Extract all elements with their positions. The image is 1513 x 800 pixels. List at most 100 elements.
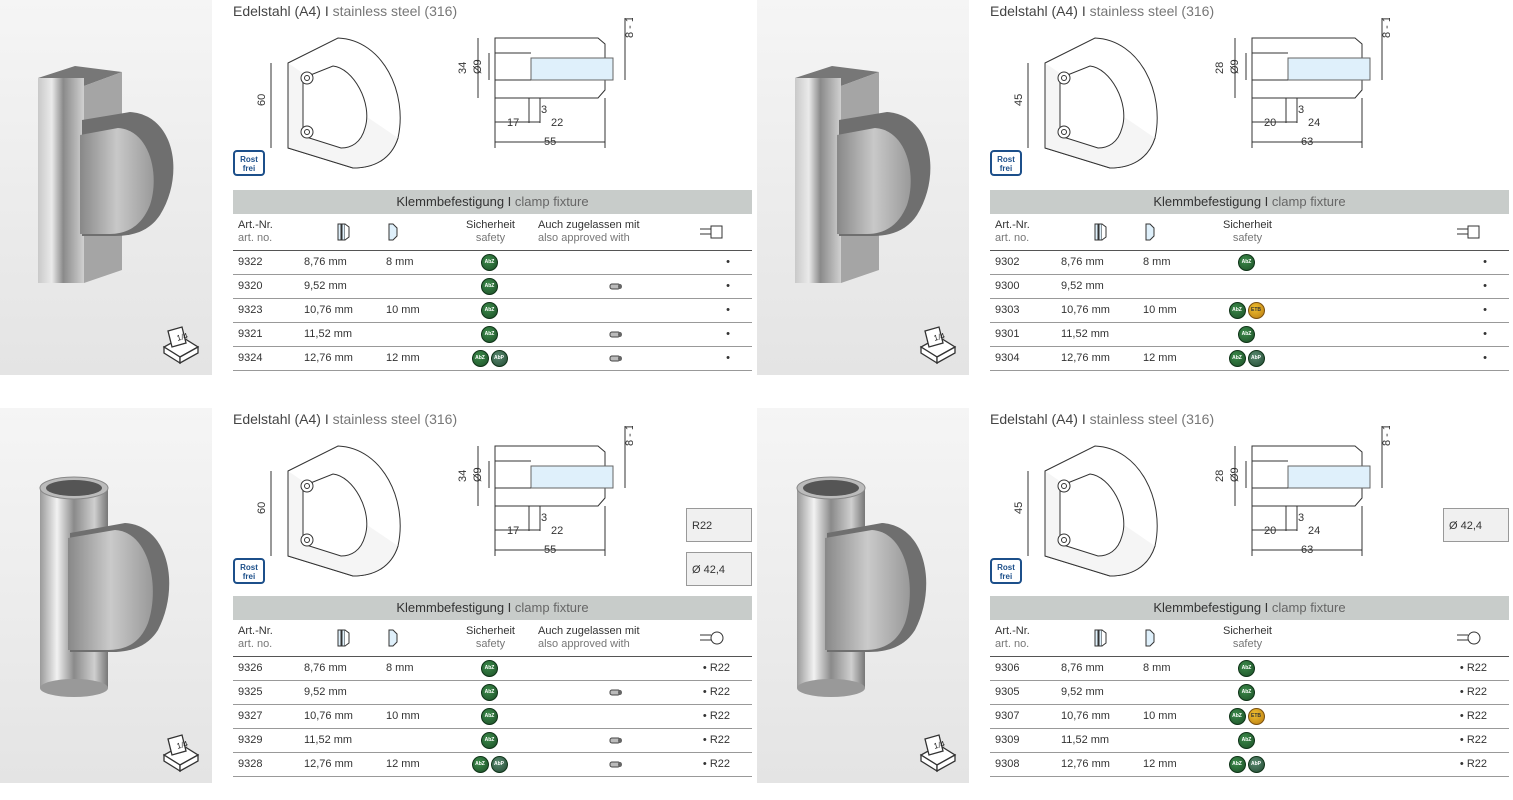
glass-laminated-icon xyxy=(1056,620,1138,657)
safety-badges: AbZ xyxy=(1200,656,1290,681)
table-row: 9327 10,76 mm 10 mm AbZ • R22 xyxy=(233,704,752,729)
dim-height: 60 xyxy=(256,502,268,514)
abz-badge-icon: AbZ xyxy=(1238,325,1255,343)
svg-text:Ø9: Ø9 xyxy=(472,467,484,482)
table-row: 9321 11,52 mm AbZ • xyxy=(233,322,752,347)
svg-text:63: 63 xyxy=(1301,544,1313,556)
svg-text:34: 34 xyxy=(457,62,469,74)
safety-badges xyxy=(1200,274,1290,299)
svg-text:8 - 12,76: 8 - 12,76 xyxy=(624,18,636,38)
product-panel: 1/4 Edelstahl (A4) I stainless steel (31… xyxy=(757,403,1513,800)
dim-height: 45 xyxy=(1013,94,1025,106)
abp-badge-icon: AbP xyxy=(1247,755,1265,773)
abz-badge-icon: AbZ xyxy=(1238,731,1255,749)
table-row: 9309 11,52 mm AbZ • R22 xyxy=(990,728,1509,753)
svg-text:22: 22 xyxy=(551,117,563,129)
header-approved xyxy=(1290,620,1450,657)
header-art-no: Art.-Nr.art. no. xyxy=(233,214,299,251)
approved-cell xyxy=(1290,752,1450,777)
safety-badges: AbZ xyxy=(1200,250,1290,275)
table-title: Klemmbefestigung I clamp fixture xyxy=(233,596,752,620)
svg-text:8 - 12,76: 8 - 12,76 xyxy=(624,426,636,446)
material-title: Edelstahl (A4) I stainless steel (316) xyxy=(233,3,458,19)
tube-adapter-icon xyxy=(609,734,623,746)
round-mount-icon xyxy=(693,620,752,657)
abz-badge-icon: AbZ xyxy=(481,277,498,295)
package-icon: 1/4 xyxy=(160,733,202,773)
table-row: 9326 8,76 mm 8 mm AbZ • R22 xyxy=(233,656,752,681)
abz-badge-icon: AbZ xyxy=(1228,301,1246,319)
technical-drawing: 60 34 Ø9 8 - 12,76 17 3 22 55 xyxy=(233,0,653,193)
table-row: 9323 10,76 mm 10 mm AbZ • xyxy=(233,298,752,323)
svg-text:24: 24 xyxy=(1308,525,1320,537)
abz-badge-icon: AbZ xyxy=(481,659,498,677)
approved-cell xyxy=(1290,274,1450,299)
etb-badge-icon: ETB xyxy=(1247,301,1265,319)
safety-badges: AbZ xyxy=(443,298,533,323)
abz-badge-icon: AbZ xyxy=(481,731,498,749)
approved-cell xyxy=(533,322,693,347)
abz-badge-icon: AbZ xyxy=(1238,253,1255,271)
tube-adapter-icon xyxy=(609,280,623,292)
abz-badge-icon: AbZ xyxy=(1228,755,1246,773)
svg-text:Ø9: Ø9 xyxy=(472,59,484,74)
glass-single-icon xyxy=(381,620,443,657)
table-row: 9322 8,76 mm 8 mm AbZ • xyxy=(233,250,752,275)
package-icon: 1/4 xyxy=(917,325,959,365)
svg-text:1/4: 1/4 xyxy=(933,331,947,343)
approved-cell xyxy=(533,298,693,323)
abz-badge-icon: AbZ xyxy=(1228,349,1246,367)
glass-laminated-icon xyxy=(1056,214,1138,251)
package-icon: 1/4 xyxy=(160,325,202,365)
abp-badge-icon: AbP xyxy=(1247,349,1265,367)
svg-text:frei: frei xyxy=(243,164,255,173)
approved-cell xyxy=(1290,250,1450,275)
table-title: Klemmbefestigung I clamp fixture xyxy=(990,190,1509,214)
table-title: Klemmbefestigung I clamp fixture xyxy=(233,190,752,214)
approved-cell xyxy=(1290,346,1450,371)
svg-text:34: 34 xyxy=(457,470,469,482)
approved-cell xyxy=(533,704,693,729)
header-art-no: Art.-Nr.art. no. xyxy=(990,620,1056,657)
table-row: 9306 8,76 mm 8 mm AbZ • R22 xyxy=(990,656,1509,681)
safety-badges: AbZ xyxy=(1200,322,1290,347)
svg-text:Rost: Rost xyxy=(997,563,1015,572)
tube-adapter-icon xyxy=(609,686,623,698)
header-art-no: Art.-Nr.art. no. xyxy=(233,620,299,657)
svg-text:17: 17 xyxy=(507,117,519,129)
square-mount-icon xyxy=(1450,214,1509,251)
abz-badge-icon: AbZ xyxy=(481,253,498,271)
approved-cell xyxy=(533,728,693,753)
table-row: 9301 11,52 mm AbZ • xyxy=(990,322,1509,347)
approved-cell xyxy=(1290,728,1450,753)
abz-badge-icon: AbZ xyxy=(1228,707,1246,725)
svg-text:55: 55 xyxy=(544,544,556,556)
abz-badge-icon: AbZ xyxy=(471,755,489,773)
tube-adapter-icon xyxy=(609,352,623,364)
svg-text:3: 3 xyxy=(1298,512,1304,524)
tube-adapter-icon xyxy=(609,328,623,340)
technical-drawing: 60 34 Ø9 8 - 12,76 17 3 22 55 xyxy=(233,403,653,601)
approved-cell xyxy=(1290,656,1450,681)
glass-single-icon xyxy=(381,214,443,251)
abz-badge-icon: AbZ xyxy=(481,301,498,319)
approved-cell xyxy=(1290,322,1450,347)
abz-badge-icon: AbZ xyxy=(1238,659,1255,677)
tube-adapter-icon xyxy=(609,758,623,770)
svg-text:55: 55 xyxy=(544,136,556,148)
tube-size-tag: R22 xyxy=(686,508,752,542)
header-art-no: Art.-Nr.art. no. xyxy=(990,214,1056,251)
package-icon: 1/4 xyxy=(917,733,959,773)
